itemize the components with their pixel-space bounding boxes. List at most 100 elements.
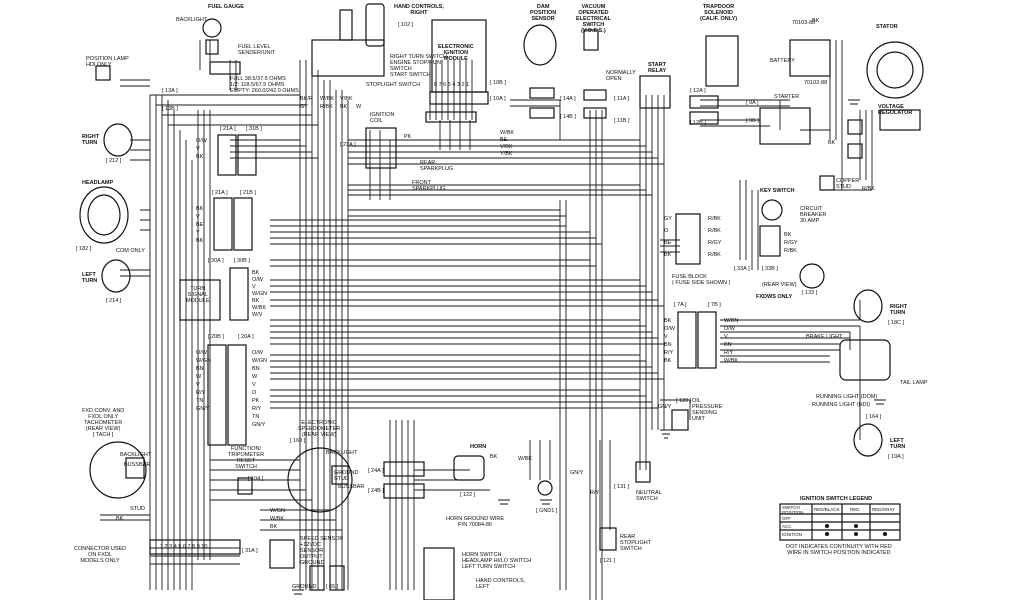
key-switch-ref: [ 133 ] <box>802 290 818 296</box>
ref-7a: [ 7A ] <box>674 302 687 308</box>
turn-signal-module-label: TURN SIGNAL MODULE <box>186 286 210 304</box>
wire-sr-0: BK <box>812 18 820 24</box>
wire-kr-0: BK <box>784 232 792 238</box>
left-turn-front-ref: [ 214 ] <box>106 298 122 304</box>
key-switch-label: KEY SWITCH <box>760 188 795 194</box>
wire-tm-6: W/V <box>252 312 263 318</box>
ref-13a: [ 13A ] <box>162 88 178 94</box>
horn-ref: [ 122 ] <box>460 492 476 498</box>
function-reset-label: FUNCTION/ TRIPOMETER RESET SWITCH <box>228 446 265 470</box>
ignition-module-label: ELECTRONIC IGNITION MODULE <box>438 44 474 62</box>
hand-controls-right-ref: [ 102 ] <box>398 22 414 28</box>
wire-tm-1: O/W <box>252 277 263 283</box>
wire-fl-1: O <box>664 228 669 234</box>
vacuum-switch-label: VACUUM OPERATED ELECTRICAL SWITCH (V.O.E… <box>576 4 611 34</box>
horn-ground-wire-label: HORN GROUND WIRE P/N 70084-86 <box>446 516 505 528</box>
wire-tl-1: W/GN <box>196 358 211 364</box>
ref-30b: [ 30B ] <box>234 258 250 264</box>
fuel-level-sender-label: FUEL LEVEL SENDER/UNIT <box>238 44 276 56</box>
fuse-block-label: FUSE BLOCK ( FUSE SIDE SHOWN ) <box>672 274 731 286</box>
oil-pressure-ref: [ 120 ] <box>676 398 692 404</box>
wire-label-top-1: W/BK <box>320 96 335 102</box>
wire-rl-2: V <box>664 334 668 340</box>
right-turn-rear-ref: [ 18C ] <box>888 320 905 326</box>
battery-label: BATTERY <box>770 58 795 64</box>
legend-row-acc: ACC <box>782 524 792 529</box>
legend-header-redblack: RED/BLACK <box>814 507 840 512</box>
wire-rl-5: BK <box>664 358 672 364</box>
horn-label: HORN <box>470 444 487 450</box>
gnd-ref: [ GND1 ] <box>536 508 558 514</box>
wire-fh-4: BK <box>196 238 204 244</box>
wire-tm-4: BK <box>252 298 260 304</box>
rear-stoplight-label: REAR STOPLIGHT SWITCH <box>620 534 652 552</box>
horn-switch-list: HORN SWITCH HEADLAMP HI/LO SWITCH LEFT T… <box>462 552 532 570</box>
front-sparkplug-label: FRONT SPARKPLUG <box>412 180 446 192</box>
ref-12a: [ 12A ] <box>690 88 706 94</box>
wire-sp-0: W/GN <box>270 508 285 514</box>
wire-rr-3: BN <box>724 342 732 348</box>
ref-21b: [ 21B ] <box>240 190 256 196</box>
ref-11b: [ 11B ] <box>614 118 630 124</box>
ref-14a: [ 14A ] <box>560 96 576 102</box>
running-light-dom-label: RUNNING LIGHT (DOM) <box>816 394 878 400</box>
wire-tl-2: BN <box>196 366 204 372</box>
wire-tl-7: GN/Y <box>196 406 210 412</box>
ref-21a2: [ 21A ] <box>220 126 236 132</box>
right-switch-list: RIGHT TURN SWITCH ENGINE STOP/RUN SWITCH… <box>390 54 447 78</box>
wire-tr-4: V <box>252 382 256 388</box>
bussbar-label: BUSSBAR <box>124 462 151 468</box>
ref-9b: [ 9B ] <box>746 118 759 124</box>
legend-row-off: OFF <box>782 516 791 521</box>
wire-oil: GN/Y <box>658 404 672 410</box>
wire-tr-8: TN <box>252 414 260 420</box>
ref-12b: [ 12B ] <box>690 120 706 126</box>
left-turn-rear-label: LEFT TURN <box>890 438 906 450</box>
wire-sr-1: BK <box>828 140 836 146</box>
wire-ig-0: PK <box>404 134 412 140</box>
wire-hs-1: R/Y <box>590 490 600 496</box>
rear-stoplight-ref: [ 121 ] <box>600 558 616 564</box>
rear-view-label: (REAR VIEW) <box>762 282 797 288</box>
ref-24a: [ 24A ] <box>368 468 384 474</box>
hand-controls-right-label: HAND CONTROLS, RIGHT <box>394 4 444 16</box>
wire-hs-0: BK <box>490 454 498 460</box>
ref-30a: [ 30A ] <box>208 258 224 264</box>
fuel-gauge-label: FUEL GAUGE <box>208 4 244 10</box>
wire-label-top-6: W <box>356 104 362 110</box>
ref-11a: [ 11A ] <box>614 96 630 102</box>
ground-stud-label: GROUND STUD <box>334 470 359 482</box>
wire-frs-3: R/BK <box>708 252 721 258</box>
wire-tm-2: V <box>252 284 256 290</box>
wire-tl-4: V <box>196 382 200 388</box>
trapdoor-label: TRAPDOOR SOLENOID (CALIF. ONLY) <box>700 4 738 22</box>
right-turn-front-label: RIGHT TURN <box>82 134 100 146</box>
wire-tr-7: R/Y <box>252 406 262 412</box>
ref-13b: [ 13B ] <box>162 106 178 112</box>
wire-rr-2: V <box>724 334 728 340</box>
ref-104: [ 104 ] <box>248 476 264 482</box>
ref-21a: [ 21A ] <box>212 190 228 196</box>
wire-ig-2: BE <box>500 137 508 143</box>
ref-33b: [ 33B ] <box>762 266 778 272</box>
ref-7b: [ 7B ] <box>708 302 721 308</box>
wire-tr-2: BN <box>252 366 260 372</box>
wire-tr-3: W <box>252 374 258 380</box>
wire-frs-0: R/BK <box>708 216 721 222</box>
ref-24b: [ 24B ] <box>368 488 384 494</box>
wire-fr-2: BK <box>196 154 204 160</box>
wire-kr-1: R/GY <box>784 240 798 246</box>
start-relay-label: START RELAY <box>648 62 667 74</box>
ref-20b: [ 20B ] <box>208 334 224 340</box>
speedo-bus-label: BUSSBAR <box>338 484 365 490</box>
wire-ig-1: W/BK <box>500 130 515 136</box>
circuit-breaker-label: CIRCUIT BREAKER 30 AMP <box>800 206 827 224</box>
speed-sensor-ref: [ 65 ] <box>326 584 339 590</box>
left-turn-rear-ref: [ 19A ] <box>888 454 904 460</box>
ref-22a: [ 22A ] <box>340 142 356 148</box>
legend-header-red: RED <box>850 507 860 512</box>
headlamp-label: HEADLAMP <box>82 180 114 186</box>
wire-tr-5: O <box>252 390 257 396</box>
